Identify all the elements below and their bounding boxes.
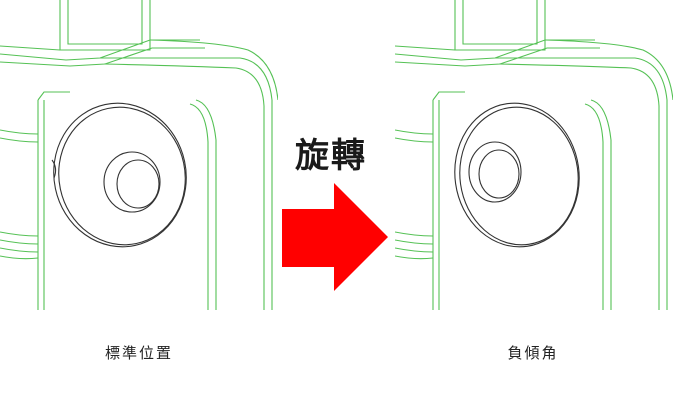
negative-tilt-svg bbox=[395, 0, 673, 310]
negative-tilt-drawing bbox=[395, 0, 673, 310]
bracket-outline bbox=[0, 0, 278, 310]
standard-position-svg bbox=[0, 0, 278, 310]
standard-position-drawing bbox=[0, 0, 278, 310]
negative-tilt-caption: 負傾角 bbox=[507, 344, 559, 362]
standard-position-caption: 標準位置 bbox=[104, 344, 174, 362]
mounting-hole bbox=[51, 102, 187, 248]
rotation-label: 旋轉 bbox=[295, 136, 367, 176]
right-arrow-icon bbox=[282, 183, 388, 295]
bracket-outline bbox=[395, 0, 673, 310]
mounting-hole bbox=[454, 102, 580, 248]
